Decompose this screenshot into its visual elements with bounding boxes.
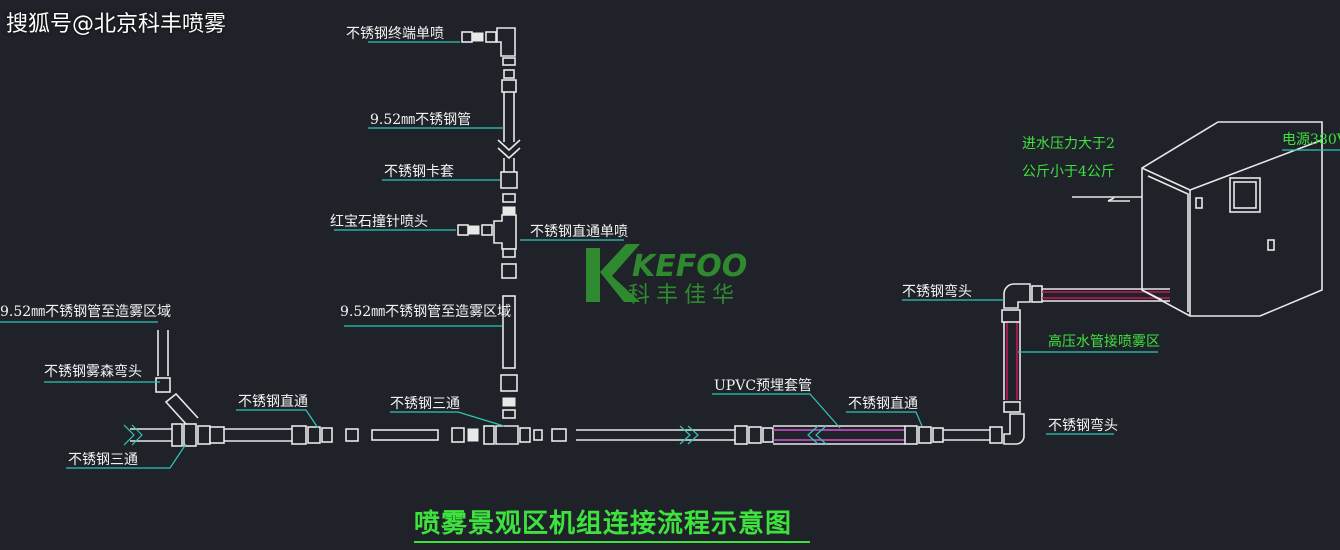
label-water-pressure-2: 公斤小于4公斤 — [1022, 164, 1115, 180]
label-left-pipe-zone: 9.52㎜不锈钢管至造雾区域 — [0, 304, 171, 320]
watermark: 搜狐号@北京科丰喷雾 — [6, 12, 227, 37]
label-elbow-top: 不锈钢弯头 — [902, 283, 972, 300]
label-tee-left: 不锈钢三通 — [68, 452, 138, 468]
label-straight1: 不锈钢直通 — [238, 393, 308, 410]
label-elbow-bottom: 不锈钢弯头 — [1048, 417, 1118, 434]
label-ruby-nozzle: 红宝石撞针喷头 — [330, 214, 428, 230]
label-power: 电源380V — [1282, 132, 1340, 148]
label-end-nozzle: 不锈钢终端单喷 — [346, 26, 444, 42]
kefoo-logo: KEFOO 科丰佳华 — [586, 244, 747, 308]
title-underline — [414, 541, 810, 543]
diagram-title: 喷雾景观区机组连接流程示意图 — [414, 509, 793, 539]
end-nozzle-fitting — [461, 27, 517, 93]
label-upvc: UPVC预埋套管 — [714, 378, 812, 394]
label-straight2: 不锈钢直通 — [848, 395, 918, 412]
label-pipe-952-zone: 9.52㎜不锈钢管至造雾区域 — [340, 304, 511, 320]
straight-single-nozzle — [457, 214, 517, 250]
label-tee-mid: 不锈钢三通 — [390, 396, 460, 412]
label-ferrule: 不锈钢卡套 — [384, 164, 454, 180]
logo-cn: 科丰佳华 — [628, 283, 740, 308]
label-pipe-952: 9.52㎜不锈钢管 — [370, 112, 471, 128]
label-hp-pipe: 高压水管接喷雾区 — [1048, 333, 1160, 350]
label-straight-single: 不锈钢直通单喷 — [530, 223, 628, 240]
logo-brand: KEFOO — [632, 249, 747, 284]
label-water-pressure-1: 进水压力大于2 — [1022, 136, 1115, 152]
pump-cabinet — [1141, 121, 1323, 317]
label-elbow-set: 不锈钢雾森弯头 — [44, 363, 142, 380]
ferrule-fitting — [500, 171, 518, 189]
